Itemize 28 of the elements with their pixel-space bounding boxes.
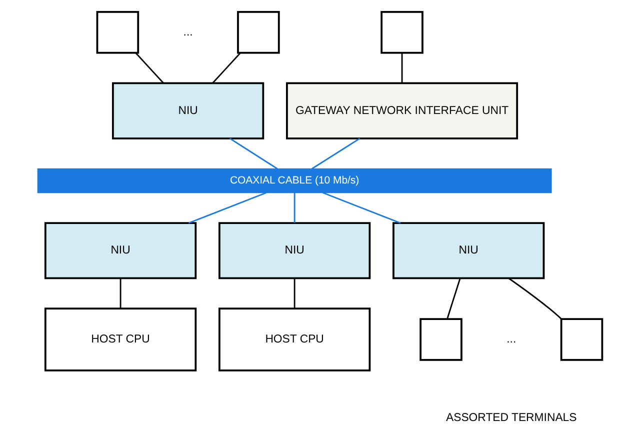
node-box: HOST CPU (218, 308, 371, 372)
connector (312, 138, 360, 170)
connector (322, 192, 401, 224)
connector (212, 52, 241, 84)
connector (508, 278, 562, 320)
node-box: HOST CPU (44, 308, 197, 372)
connector (446, 278, 461, 320)
node-box: GATEWAY NETWORK INTERFACE UNIT (286, 82, 518, 140)
node-box (237, 10, 280, 54)
connector (229, 138, 278, 170)
connector (401, 53, 403, 83)
node-box: COAXIAL CABLE (10 Mb/s) (37, 168, 552, 194)
node-box (560, 318, 604, 361)
connector (188, 192, 266, 224)
node-box: NIU (218, 222, 371, 280)
connector (135, 52, 164, 84)
connector (294, 192, 296, 223)
label: ... (183, 26, 193, 38)
node-box: NIU (44, 222, 197, 280)
connector (294, 278, 296, 308)
node-box (420, 318, 462, 361)
node-box (96, 10, 140, 54)
node-box: NIU (392, 222, 545, 280)
node-box: NIU (112, 82, 264, 140)
label: ... (506, 333, 516, 346)
node-box (380, 10, 424, 54)
connector (120, 278, 122, 308)
label: ASSORTED TERMINALS (446, 412, 577, 424)
